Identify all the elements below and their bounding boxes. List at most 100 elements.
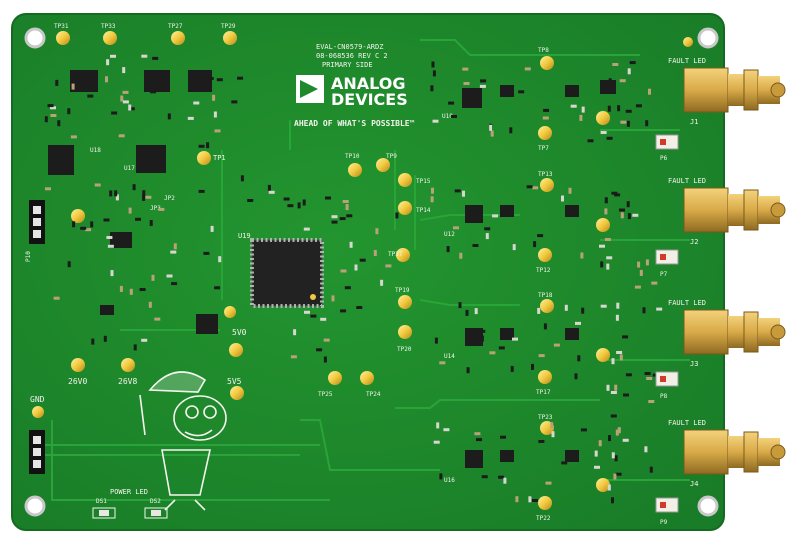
passive-component: [451, 115, 457, 118]
passive-component: [620, 212, 624, 219]
passive-component: [193, 101, 200, 105]
label-tp37: TP37: [388, 251, 403, 258]
passive-component: [94, 183, 101, 187]
passive-component: [648, 400, 655, 403]
passive-component: [568, 187, 572, 194]
passive-component: [533, 241, 537, 248]
passive-component: [439, 361, 446, 365]
passive-component: [240, 175, 244, 182]
label-tp14: TP14: [416, 207, 431, 214]
passive-component: [531, 363, 534, 370]
passive-component: [561, 461, 568, 465]
passive-component: [503, 477, 507, 484]
passive-component: [627, 68, 631, 75]
passive-component: [604, 238, 611, 241]
label-tp20: TP20: [397, 346, 412, 353]
fault-led-label-2: FAULT LED: [668, 177, 706, 185]
passive-component: [304, 310, 310, 314]
passive-component: [645, 259, 649, 266]
passive-component: [170, 250, 177, 254]
passive-component: [171, 282, 178, 286]
passive-component: [432, 70, 436, 77]
passive-component: [443, 428, 450, 432]
sma-connector-j2: [683, 187, 786, 233]
passive-component: [537, 234, 544, 238]
passive-component: [142, 190, 146, 197]
label-tp31: TP31: [54, 23, 69, 30]
passive-component: [545, 481, 552, 485]
passive-component: [158, 207, 165, 211]
label-tp15: TP15: [416, 178, 431, 185]
label-tp22: TP22: [536, 515, 551, 522]
passive-component: [283, 197, 290, 201]
passive-component: [302, 199, 306, 206]
mascot-silkscreen: [139, 371, 227, 511]
passive-component: [474, 308, 478, 315]
passive-component: [85, 228, 92, 232]
passive-component: [639, 269, 643, 276]
passive-component: [614, 193, 621, 197]
passive-component: [119, 285, 123, 292]
passive-component: [656, 307, 663, 311]
passive-component: [53, 296, 60, 300]
passive-component: [118, 134, 125, 138]
analog-devices-logo: ANALOG DEVICES: [296, 74, 408, 109]
passive-component: [331, 220, 338, 224]
passive-component: [600, 304, 607, 308]
passive-component: [637, 261, 641, 268]
passive-component: [646, 377, 653, 380]
passive-component: [340, 269, 347, 273]
label-tp19: TP19: [395, 287, 410, 294]
passive-component: [612, 63, 619, 66]
passive-component: [433, 440, 440, 444]
passive-component: [107, 305, 114, 309]
passive-component: [237, 76, 244, 80]
passive-component: [604, 208, 608, 215]
passive-component: [524, 67, 531, 71]
passive-component: [651, 281, 658, 285]
passive-component: [617, 427, 621, 434]
passive-component: [45, 187, 51, 191]
passive-component: [465, 309, 469, 316]
passive-component: [72, 221, 76, 228]
passive-component: [462, 190, 465, 197]
passive-component: [476, 438, 482, 442]
passive-component: [532, 186, 539, 190]
passive-component: [608, 435, 611, 442]
passive-component: [570, 104, 577, 108]
passive-component: [434, 337, 438, 344]
passive-component: [150, 90, 157, 94]
passive-component: [644, 446, 648, 453]
passive-component: [129, 288, 133, 295]
passive-component: [448, 101, 455, 105]
passive-component: [167, 113, 171, 120]
passive-component: [479, 84, 486, 88]
passive-component: [485, 233, 489, 240]
passive-component: [103, 218, 110, 222]
label-tp18: TP18: [538, 292, 553, 299]
passive-component: [615, 472, 622, 476]
label-tp9: TP9: [386, 153, 397, 160]
label-p7: P7: [660, 271, 668, 278]
label-j4: J4: [690, 480, 698, 488]
label-26v0: 26V0: [68, 377, 87, 386]
passive-component: [431, 187, 434, 194]
passive-component: [579, 114, 583, 121]
passive-component: [231, 100, 238, 104]
passive-component: [617, 105, 621, 112]
passive-component: [611, 358, 615, 365]
passive-component: [642, 307, 646, 314]
passive-component: [110, 54, 116, 58]
passive-component: [492, 214, 499, 218]
label-p9: P9: [660, 519, 668, 526]
passive-component: [342, 200, 349, 203]
passive-component: [463, 82, 470, 85]
passive-component: [480, 335, 484, 342]
passive-component: [128, 104, 132, 111]
gnd-test-point: [32, 406, 44, 418]
passive-component: [458, 302, 462, 309]
passive-component: [331, 295, 335, 302]
passive-component: [498, 475, 504, 479]
passive-component: [120, 95, 124, 102]
passive-component: [472, 244, 479, 247]
